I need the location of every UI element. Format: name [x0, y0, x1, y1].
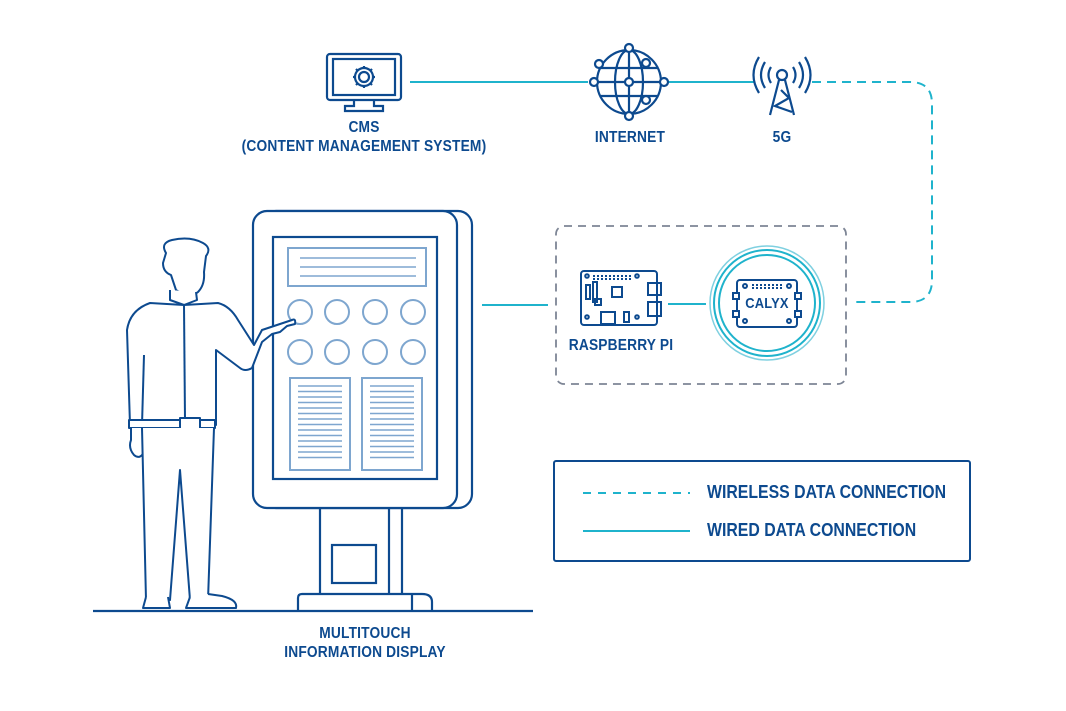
kiosk-display-icon: [93, 209, 533, 613]
internet-label: INTERNET: [594, 129, 666, 146]
globe-network-icon: [588, 42, 670, 122]
edge-device-group: [555, 225, 847, 385]
display-label: MULTITOUCH INFORMATION DISPLAY: [279, 624, 451, 662]
fiveg-label: 5G: [772, 129, 792, 146]
wireless-5g-calyx: [812, 81, 933, 303]
cell-tower-icon: [752, 56, 812, 116]
circuit-board-icon: [580, 270, 662, 326]
display-subtitle: INFORMATION DISPLAY: [284, 644, 446, 661]
legend: WIRELESS DATA CONNECTION WIRED DATA CONN…: [553, 460, 971, 562]
display-title: MULTITOUCH: [319, 625, 411, 642]
monitor-gear-icon: [325, 52, 403, 113]
calyx-module-icon: [709, 245, 825, 361]
cms-subtitle: (CONTENT MANAGEMENT SYSTEM): [241, 138, 487, 155]
cms-title: CMS: [348, 119, 380, 136]
legend-swatches: [583, 492, 690, 532]
legend-item-wireless: WIRELESS DATA CONNECTION: [707, 482, 947, 502]
person-figure: [126, 237, 297, 609]
cms-label: CMS (CONTENT MANAGEMENT SYSTEM): [235, 118, 493, 156]
calyx-label: CALYX: [745, 295, 789, 312]
raspberry-pi-label: RASPBERRY PI: [568, 337, 674, 354]
legend-item-wired: WIRED DATA CONNECTION: [707, 520, 917, 540]
